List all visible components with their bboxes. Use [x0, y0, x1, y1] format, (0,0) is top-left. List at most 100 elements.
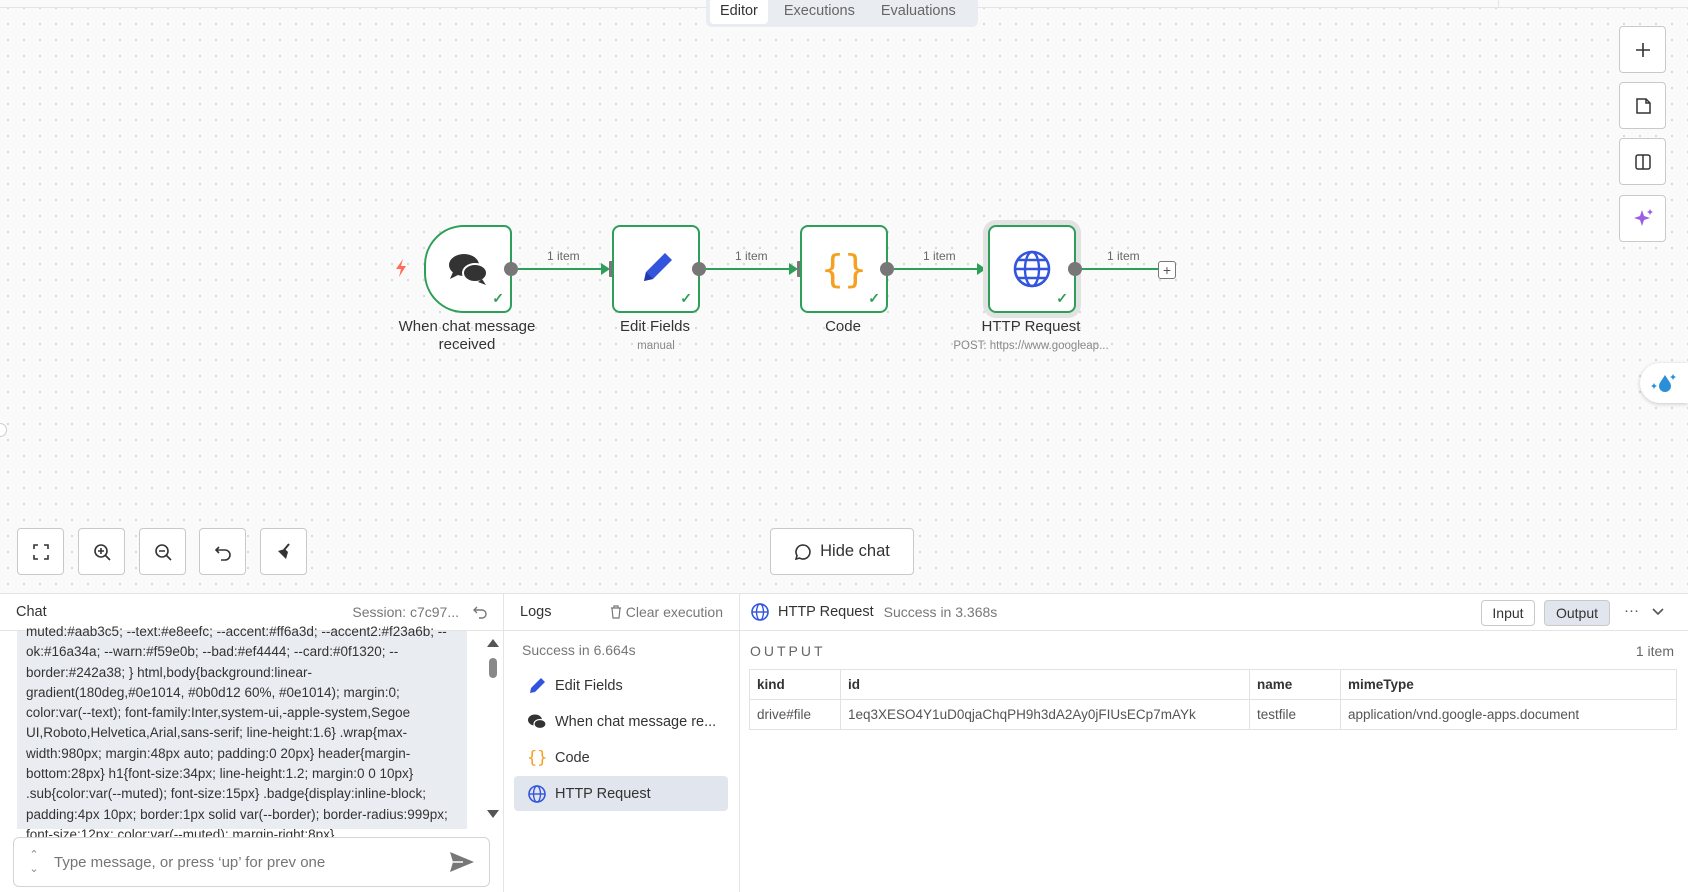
log-item-label: Edit Fields — [555, 677, 623, 694]
output-port[interactable] — [880, 262, 894, 276]
hide-chat-button[interactable]: Hide chat — [770, 528, 914, 575]
chat-panel: Chat Session: c7c97... muted:#aab3c5; --… — [0, 594, 504, 892]
table-row: drive#file 1eq3XESO4Y1uD0qjaChqPH9h3dA2A… — [749, 699, 1677, 730]
session-id: Session: c7c97... — [352, 604, 459, 620]
chat-message-input[interactable] — [54, 853, 435, 871]
input-toggle-button[interactable]: Input — [1481, 600, 1535, 626]
chat-bubble-icon — [794, 543, 811, 560]
left-edge-handle[interactable] — [0, 423, 7, 437]
table-cell: drive#file — [749, 699, 841, 730]
connection-arrow — [601, 263, 610, 275]
toggle-panel-button[interactable] — [1619, 138, 1666, 185]
logs-status: Success in 6.664s — [522, 642, 636, 658]
log-item-label: When chat message re... — [555, 713, 717, 730]
reset-session-icon[interactable] — [473, 605, 487, 619]
output-header: HTTP Request Success in 3.368s — [740, 594, 1688, 631]
trash-icon — [610, 605, 621, 619]
output-port[interactable] — [692, 262, 706, 276]
node-edit-fields[interactable]: ✓ — [612, 225, 700, 313]
hide-chat-label: Hide chat — [820, 542, 890, 560]
chat-bubbles-icon — [528, 714, 547, 729]
zoom-out-button[interactable] — [139, 528, 186, 575]
chevron-down-icon[interactable] — [1652, 607, 1664, 617]
history-arrows[interactable]: ⌃ ⌄ — [14, 848, 54, 876]
undo-icon — [214, 545, 231, 561]
top-divider-right — [1498, 0, 1499, 8]
reset-zoom-button[interactable] — [199, 528, 246, 575]
send-icon[interactable] — [449, 851, 475, 873]
output-port[interactable] — [504, 262, 518, 276]
bottom-panel: Chat Session: c7c97... muted:#aab3c5; --… — [0, 593, 1688, 892]
chat-message: muted:#aab3c5; --text:#e8eefc; --accent:… — [17, 624, 467, 842]
broom-icon — [277, 542, 290, 559]
chat-header: Chat Session: c7c97... — [0, 594, 503, 631]
chevron-up-icon[interactable]: ⌃ — [29, 849, 39, 861]
column-header: kind — [749, 669, 841, 700]
connection[interactable] — [1082, 268, 1158, 270]
output-port[interactable] — [1068, 262, 1082, 276]
tab-editor[interactable]: Editor — [710, 0, 768, 24]
more-options-icon[interactable]: ··· — [1624, 602, 1639, 619]
column-header: name — [1249, 669, 1341, 700]
zoom-to-fit-button[interactable] — [17, 528, 64, 575]
pencil-icon — [644, 253, 672, 281]
node-http-request[interactable]: ✓ — [988, 225, 1076, 313]
add-next-node-button[interactable]: + — [1158, 261, 1176, 279]
clear-execution-label: Clear execution — [625, 604, 723, 620]
workflow-canvas[interactable]: Editor Executions Evaluations ✓ When cha… — [0, 0, 1688, 593]
chat-input-box[interactable]: ⌃ ⌄ — [13, 837, 490, 887]
output-panel: HTTP Request Success in 3.368s Input Out… — [740, 594, 1688, 892]
log-item[interactable]: HTTP Request — [514, 776, 728, 811]
node-label: Edit Fields — [619, 318, 691, 335]
success-check-icon: ✓ — [1056, 290, 1068, 306]
output-table: kind id name mimeType drive#file 1eq3XES… — [749, 669, 1677, 730]
connection[interactable] — [518, 268, 608, 270]
node-code[interactable]: {} ✓ — [800, 225, 888, 313]
scroll-down-arrow[interactable] — [487, 810, 499, 818]
globe-icon — [751, 603, 769, 621]
scroll-thumb[interactable] — [489, 658, 497, 678]
ai-assistant-button[interactable] — [1619, 195, 1666, 242]
chat-title: Chat — [16, 604, 47, 620]
log-item[interactable]: When chat message re... — [514, 704, 728, 739]
tab-evaluations[interactable]: Evaluations — [880, 2, 956, 19]
view-tabs: Editor Executions Evaluations — [706, 0, 978, 27]
sticky-note-button[interactable] — [1619, 82, 1666, 129]
log-item-label: Code — [555, 749, 590, 766]
connection[interactable] — [894, 268, 984, 270]
ask-ai-fab[interactable] — [1640, 363, 1688, 403]
clear-execution-button[interactable]: Clear execution — [610, 604, 723, 620]
drop-sparkle-icon — [1651, 374, 1676, 392]
log-item-label: HTTP Request — [555, 785, 651, 802]
chat-scrollbar[interactable] — [487, 639, 499, 824]
connection[interactable] — [706, 268, 796, 270]
plus-icon: + — [1162, 262, 1172, 278]
globe-icon — [528, 784, 546, 803]
log-item[interactable]: {} Code — [514, 740, 728, 775]
table-cell: testfile — [1249, 699, 1341, 730]
node-subtitle: POST: https://www.googleap... — [953, 340, 1109, 352]
output-status: Success in 3.368s — [883, 604, 998, 620]
output-node-name: HTTP Request — [778, 604, 874, 620]
edge-label: 1 item — [1107, 249, 1140, 263]
success-check-icon: ✓ — [680, 290, 692, 306]
output-toggle-button[interactable]: Output — [1544, 600, 1610, 626]
success-check-icon: ✓ — [868, 290, 880, 306]
scroll-up-arrow[interactable] — [487, 639, 499, 647]
chevron-down-icon[interactable]: ⌄ — [29, 863, 39, 875]
table-header-row: kind id name mimeType — [749, 669, 1677, 700]
node-label: Code — [825, 318, 861, 335]
zoom-in-button[interactable] — [78, 528, 125, 575]
add-node-button[interactable] — [1619, 26, 1666, 73]
tab-executions[interactable]: Executions — [783, 2, 855, 19]
edge-label: 1 item — [547, 249, 580, 263]
node-chat-trigger[interactable]: ✓ — [424, 225, 512, 313]
log-item[interactable]: Edit Fields — [514, 668, 728, 703]
braces-icon: {} — [527, 747, 548, 768]
node-subtitle: manual — [637, 340, 675, 352]
zoom-out-icon — [154, 543, 172, 561]
column-header: mimeType — [1340, 669, 1677, 700]
edge-label: 1 item — [923, 249, 956, 263]
tidy-up-button[interactable] — [260, 528, 307, 575]
node-label: When chat message received — [398, 318, 536, 353]
